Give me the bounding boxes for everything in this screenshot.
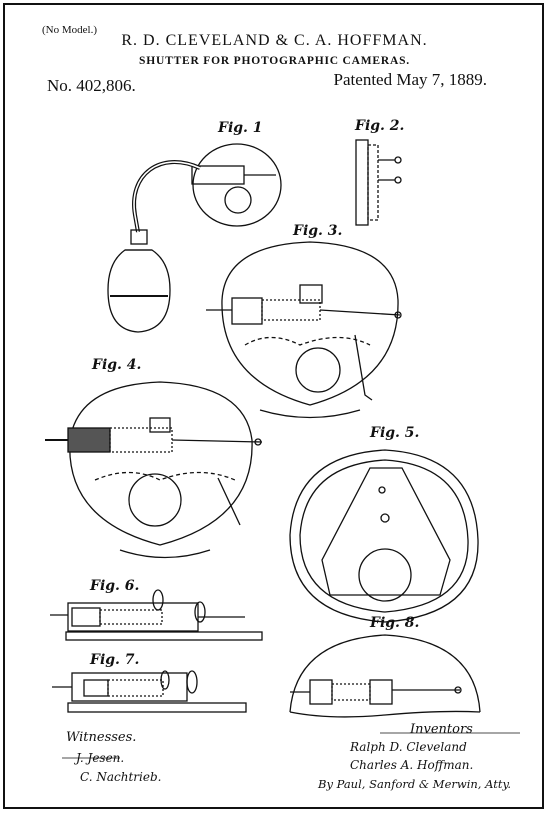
patent-subject: SHUTTER FOR PHOTOGRAPHIC CAMERAS.	[139, 55, 410, 67]
fig8-label: Fig. 8.	[370, 615, 420, 631]
fig2-drawing	[355, 139, 402, 226]
fig4-drawing	[45, 381, 263, 559]
fig4-label: Fig. 4.	[92, 357, 142, 373]
fig7-drawing	[52, 670, 247, 713]
no-model-label: (No Model.)	[42, 24, 97, 36]
fig8-drawing	[289, 634, 481, 718]
inventors-heading: R. D. CLEVELAND & C. A. HOFFMAN.	[121, 32, 428, 49]
attorneys-signature: By Paul, Sanford & Merwin, Atty.	[318, 777, 512, 791]
patent-sheet-border	[3, 3, 544, 809]
fig7-label: Fig. 7.	[90, 652, 140, 668]
fig1-label: Fig. 1	[218, 120, 263, 136]
fig3-drawing	[206, 241, 402, 419]
fig6-drawing	[50, 589, 263, 641]
fig3-label: Fig. 3.	[293, 223, 343, 239]
inventor-signature-2: Charles A. Hoffman.	[350, 758, 474, 772]
inventor-signature-1: Ralph D. Cleveland	[350, 740, 467, 754]
inventors-label: Inventors	[410, 722, 473, 737]
fig2-label: Fig. 2.	[355, 118, 405, 134]
fig5-label: Fig. 5.	[370, 425, 420, 441]
witness-signature-1: J. Jesen.	[76, 751, 125, 765]
fig6-label: Fig. 6.	[90, 578, 140, 594]
witnesses-label: Witnesses.	[66, 730, 137, 745]
patent-date: Patented May 7, 1889.	[333, 70, 487, 89]
fig5-drawing	[289, 449, 479, 623]
fig1-drawing	[107, 143, 282, 333]
patent-number: No. 402,806.	[47, 76, 136, 95]
witness-signature-2: C. Nachtrieb.	[80, 770, 162, 784]
